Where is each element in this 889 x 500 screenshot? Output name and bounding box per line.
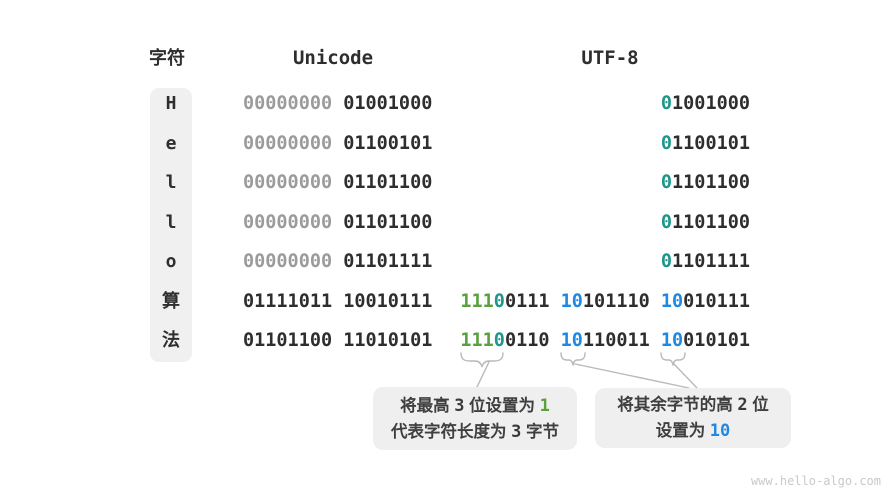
unicode-bits: 00000000 01101111 xyxy=(243,251,432,273)
character-cell: l xyxy=(165,211,177,233)
bit-segment: 设置为 xyxy=(655,422,710,440)
bit-segment: 01101100 11010101 xyxy=(243,330,433,351)
bit-segment-num: 2 xyxy=(737,395,748,415)
bit-segment-blue: 10 xyxy=(660,290,684,312)
bit-segment xyxy=(650,330,661,351)
character-cell: e xyxy=(165,132,177,154)
callout-continuation-bits: 将其余字节的高 2 位设置为 10 xyxy=(595,388,791,448)
bit-segment-num: 3 xyxy=(454,395,465,416)
character-cell: l xyxy=(165,172,177,193)
bit-segment-muted: 00000000 xyxy=(243,93,333,114)
bit-segment-green: 111 xyxy=(460,330,494,351)
bit-segment-blue: 10 xyxy=(560,330,583,351)
bit-segment-green: 111 xyxy=(460,290,494,312)
unicode-bits: 00000000 01001000 xyxy=(243,93,432,115)
bit-segment: 01101111 xyxy=(332,251,433,272)
bit-segment-muted: 00000000 xyxy=(243,251,333,272)
watermark: www.hello-algo.com xyxy=(750,474,881,488)
bit-segment-teal: 0 xyxy=(660,211,673,233)
utf8-bits: 01101100 xyxy=(661,172,750,194)
char-column-background xyxy=(150,88,192,362)
unicode-bits: 00000000 01101100 xyxy=(243,212,432,234)
bit-segment-muted: 00000000 xyxy=(243,172,333,193)
bit-segment-blue: 10 xyxy=(560,290,583,312)
character-cell: 算 xyxy=(162,290,180,312)
bit-segment: 位 xyxy=(747,396,769,414)
unicode-column-header: Unicode xyxy=(292,47,374,69)
bit-segment: 01101100 xyxy=(332,172,433,193)
bit-segment-blue: 10 xyxy=(709,421,731,441)
bit-segment: 110011 xyxy=(582,330,650,351)
bit-segment xyxy=(550,330,561,351)
bit-segment-teal: 0 xyxy=(660,132,673,154)
bit-segment: 0110 xyxy=(504,330,550,351)
bit-segment: 010101 xyxy=(683,330,750,351)
bit-segment: 010111 xyxy=(683,290,750,312)
bit-segment: 1100101 xyxy=(672,132,750,154)
callout-text-line: 将最高 3 位设置为 1 xyxy=(400,393,550,419)
bit-segment: 将其余字节的高 xyxy=(617,396,738,414)
bit-segment: 0111 xyxy=(504,290,550,312)
bit-segment: 1101100 xyxy=(672,172,750,193)
unicode-bits: 00000000 01100101 xyxy=(243,133,432,155)
char-column-header: 字符 xyxy=(149,48,185,68)
bit-segment: 位设置为 xyxy=(464,396,540,415)
bit-segment: 1001000 xyxy=(672,93,750,114)
callout-text-line: 代表字符长度为 3 字节 xyxy=(391,419,559,445)
unicode-bits: 01111011 10010111 xyxy=(243,291,432,313)
connector-left xyxy=(476,361,490,388)
bit-segment: 101110 xyxy=(582,290,650,312)
bit-segment: 将最高 xyxy=(400,396,455,415)
utf8-bits: 01100101 xyxy=(661,133,750,155)
underbrace-10-first xyxy=(560,352,586,366)
bit-segment-teal: 0 xyxy=(493,330,505,351)
bit-segment xyxy=(550,291,561,312)
bit-segment-muted: 00000000 xyxy=(243,132,333,154)
utf8-bits: 01001000 xyxy=(661,93,750,115)
utf8-bits: 11100110 10110011 10010101 xyxy=(460,330,750,352)
character-cell: H xyxy=(165,93,177,114)
callout-text-line: 将其余字节的高 2 位 xyxy=(617,392,768,418)
bit-segment: 01111011 10010111 xyxy=(243,290,433,312)
connector-right-b xyxy=(673,363,698,389)
bit-segment-num: 3 xyxy=(511,421,522,442)
callout-text-line: 设置为 10 xyxy=(656,418,731,444)
underbrace-10-second xyxy=(660,352,686,366)
connector-right-a xyxy=(574,363,690,389)
bit-segment: 代表字符长度为 xyxy=(391,422,512,441)
bit-segment-teal: 0 xyxy=(660,93,673,114)
bit-segment-teal: 0 xyxy=(660,251,673,272)
character-cell: o xyxy=(165,251,177,272)
utf8-bits: 01101111 xyxy=(661,251,750,273)
bit-segment xyxy=(650,291,661,312)
bit-segment: 01101100 xyxy=(332,211,433,233)
utf8-bits: 11100111 10101110 10010111 xyxy=(460,291,750,313)
bit-segment-teal: 0 xyxy=(660,172,673,193)
utf8-column-header: UTF-8 xyxy=(581,47,639,69)
bit-segment-muted: 00000000 xyxy=(243,211,333,233)
unicode-bits: 01101100 11010101 xyxy=(243,330,432,352)
bit-segment: 01100101 xyxy=(332,132,433,154)
bit-segment: 字节 xyxy=(521,422,559,441)
underbrace-1110 xyxy=(460,352,504,368)
bit-segment: 1101100 xyxy=(672,211,750,233)
bit-segment-blue: 10 xyxy=(660,330,684,351)
character-cell: 法 xyxy=(162,330,180,351)
bit-segment-green: 1 xyxy=(539,395,550,416)
bit-segment: 01001000 xyxy=(332,93,433,114)
unicode-bits: 00000000 01101100 xyxy=(243,172,432,194)
utf8-bits: 01101100 xyxy=(661,212,750,234)
bit-segment-teal: 0 xyxy=(493,290,505,312)
bit-segment: 1101111 xyxy=(672,251,750,272)
